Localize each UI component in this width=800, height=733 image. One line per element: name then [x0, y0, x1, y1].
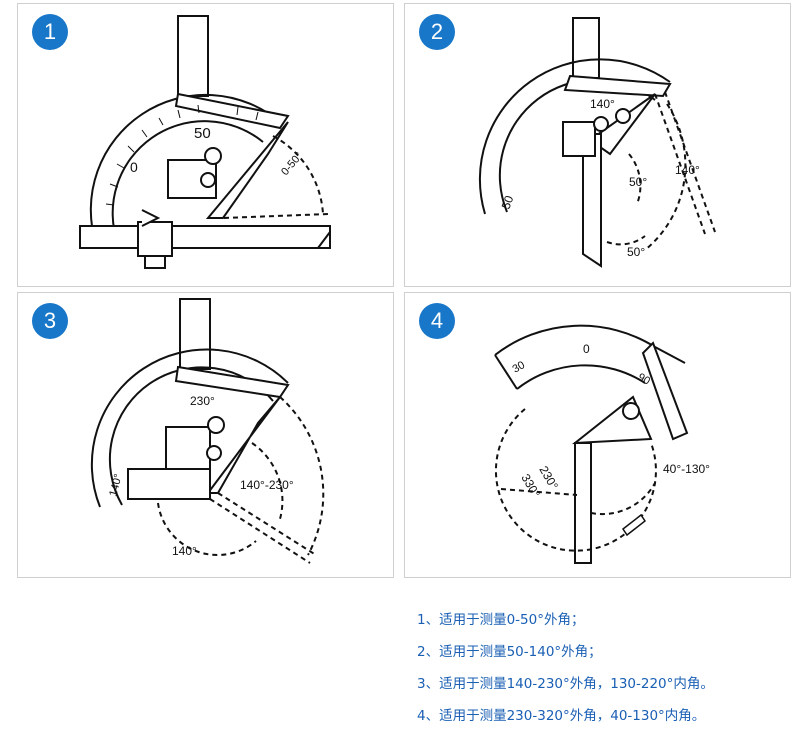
- step-badge-2: 2: [419, 14, 455, 50]
- scale-mark-140: 140°: [107, 473, 124, 498]
- angle-bottom-label: 140°: [172, 544, 197, 558]
- protractor-illustration-1: 50 0 0-50°: [79, 15, 331, 269]
- scale-mark-0: 0: [583, 342, 590, 356]
- angle-outer-label: 140°: [675, 163, 700, 177]
- diagram-panel-3: 3 230° 140° 140°-230° 140°: [17, 292, 394, 578]
- angle-range-label: 0-50°: [279, 150, 305, 178]
- angle-bottom-label: 50°: [627, 245, 645, 259]
- usage-note-3: 3、适用于测量140-230°外角，130-220°内角。: [417, 676, 714, 692]
- usage-note-2: 2、适用于测量50-140°外角；: [417, 644, 602, 660]
- scale-mark-0: 0: [130, 159, 138, 175]
- diagram-panel-1: 1 50 0 0-50°: [17, 3, 394, 287]
- usage-note-1: 1、适用于测量0-50°外角；: [417, 612, 585, 628]
- scale-mark-90: 90: [636, 371, 653, 388]
- diagram-panel-4: 4 0 30 90 230° 330° 40°-130°: [404, 292, 791, 578]
- scale-mark-50: 50: [499, 193, 517, 211]
- scale-mark-140: 140°: [590, 97, 615, 111]
- protractor-illustration-3: 230° 140° 140°-230° 140°: [90, 298, 325, 564]
- protractor-illustration-2: 140° 50 140° 50° 50°: [478, 17, 716, 268]
- scale-mark-30: 30: [511, 359, 528, 376]
- angle-330-label: 330°: [518, 472, 543, 501]
- protractor-illustration-4: 0 30 90 230° 330° 40°-130°: [494, 324, 710, 564]
- angle-range-label: 40°-130°: [663, 462, 710, 476]
- diagram-panel-2: 2 140° 50 140° 50° 50°: [404, 3, 791, 287]
- step-badge-3: 3: [32, 303, 68, 339]
- step-badge-1: 1: [32, 14, 68, 50]
- scale-mark-50: 50: [194, 125, 211, 142]
- scale-mark-230: 230°: [190, 394, 215, 408]
- step-badge-4: 4: [419, 303, 455, 339]
- angle-inner-label: 50°: [629, 175, 647, 189]
- angle-range-label: 140°-230°: [240, 478, 294, 492]
- usage-notes-list: 1、适用于测量0-50°外角； 2、适用于测量50-140°外角； 3、适用于测…: [417, 604, 800, 732]
- usage-note-4: 4、适用于测量230-320°外角，40-130°内角。: [417, 708, 706, 724]
